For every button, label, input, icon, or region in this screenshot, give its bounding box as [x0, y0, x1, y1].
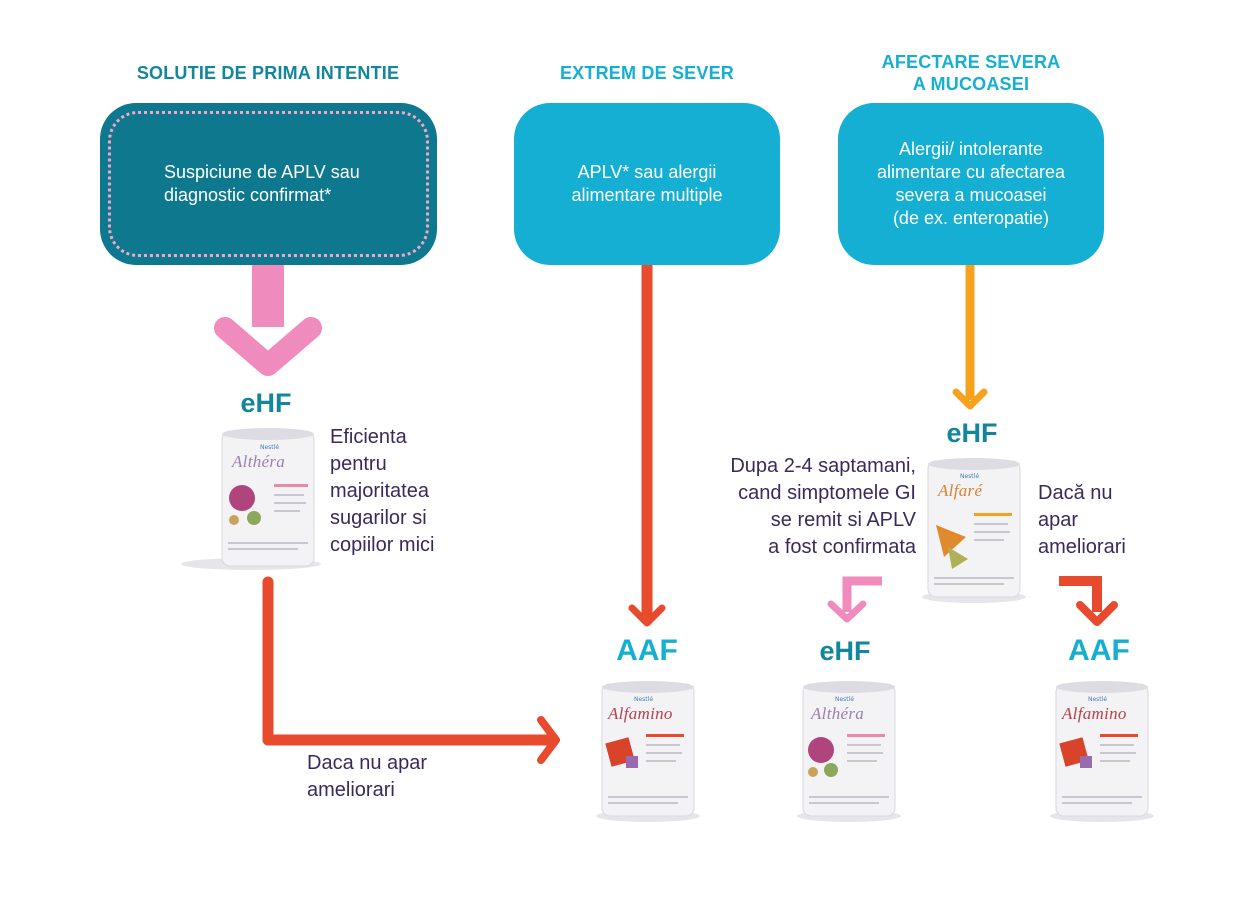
box-mucosa-text-4: (de ex. enteropatie) — [892, 208, 1050, 228]
can-image — [1050, 681, 1154, 822]
label-aaf-right: AAF — [1068, 634, 1130, 667]
product-can-althera-left: Nestlé Althéra — [176, 424, 326, 574]
note-efficiency: Eficienta pentru majoritatea sugarilor s… — [330, 424, 434, 559]
can-image — [797, 681, 901, 822]
header-extreme: EXTREM DE SEVER — [559, 63, 735, 83]
label-ehf-bottom: eHF — [819, 636, 871, 666]
brand-althera: Althéra — [232, 452, 286, 471]
note-efficiency-5: copiilor mici — [330, 534, 435, 556]
box-mucosa-text-2: alimentare cu afectarea — [876, 162, 1066, 182]
box-first-line-text-2: diagnostic confirmat* — [164, 185, 332, 205]
label-ehf-left: eHF — [240, 388, 292, 418]
label-aaf-middle: AAF — [616, 634, 678, 667]
box-first-line-text-1: Suspiciune de APLV sau — [164, 162, 360, 182]
dotted-border — [108, 111, 429, 257]
product-can-alfamino-middle: Nestlé Alfamino — [596, 678, 700, 824]
box-first-line: Suspiciune de APLV sau diagnostic confir… — [100, 103, 437, 265]
box-extreme: APLV* sau alergii alimentare multiple — [514, 103, 780, 265]
can-image — [596, 681, 700, 822]
brand-alfamino: Alfamino — [1062, 704, 1127, 723]
orange-down-arrow — [952, 265, 988, 410]
note-efficiency-1: Eficienta — [330, 426, 407, 448]
note-no-improvement-left-1: Daca nu apar — [307, 752, 428, 774]
note-no-improvement-left-2: ameliorari — [307, 779, 395, 801]
red-l-arrow — [262, 576, 560, 764]
brand-alfare: Alfaré — [938, 481, 983, 500]
red-bent-arrow — [1059, 576, 1118, 626]
pink-bent-arrow — [827, 576, 882, 623]
brand-alfamino: Alfamino — [608, 704, 673, 723]
red-down-arrow-extreme — [628, 265, 666, 627]
label-ehf-right: eHF — [946, 418, 998, 448]
box-mucosa-text-3: severa a mucoasei — [895, 185, 1047, 205]
note-no-improvement-right: Dacă nu apar ameliorari — [1038, 480, 1126, 561]
header-first-line: SOLUTIE DE PRIMA INTENTIE — [136, 63, 400, 83]
product-can-alfare: Nestlé Alfaré — [922, 455, 1026, 605]
note-after-weeks-2: cand simptomele GI — [738, 482, 916, 504]
note-no-improvement-right-2: apar — [1038, 509, 1079, 531]
header-mucosa-line1: AFECTARE SEVERA — [881, 52, 1061, 72]
box-extreme-text-2: alimentare multiple — [571, 185, 723, 205]
header-mucosa: AFECTARE SEVERA A MUCOASEI — [838, 51, 1104, 95]
note-after-weeks: Dupa 2-4 saptamani, cand simptomele GI s… — [690, 453, 916, 561]
note-no-improvement-left: Daca nu apar ameliorari — [307, 750, 427, 804]
header-mucosa-line2: A MUCOASEI — [912, 74, 1030, 94]
can-image — [181, 428, 321, 570]
pink-down-arrow — [214, 265, 322, 376]
box-extreme-text-1: APLV* sau alergii — [577, 162, 717, 182]
note-no-improvement-right-1: Dacă nu — [1038, 482, 1113, 504]
brand-nestle: Nestlé — [835, 696, 855, 703]
note-efficiency-4: sugarilor si — [330, 507, 427, 529]
note-efficiency-2: pentru — [330, 453, 387, 475]
box-mucosa: Alergii/ intolerante alimentare cu afect… — [838, 103, 1104, 265]
box-mucosa-text-1: Alergii/ intolerante — [898, 139, 1044, 159]
brand-nestle: Nestlé — [960, 473, 980, 480]
note-after-weeks-3: se remit si APLV — [770, 509, 916, 531]
brand-althera: Althéra — [811, 704, 865, 723]
note-efficiency-3: majoritatea — [330, 480, 429, 502]
product-can-alfamino-right: Nestlé Alfamino — [1050, 678, 1154, 824]
brand-nestle: Nestlé — [260, 444, 280, 451]
note-after-weeks-4: a fost confirmata — [768, 536, 916, 558]
brand-nestle: Nestlé — [634, 696, 654, 703]
note-no-improvement-right-3: ameliorari — [1038, 536, 1126, 558]
can-image — [922, 458, 1026, 603]
brand-nestle: Nestlé — [1088, 696, 1108, 703]
product-can-althera-bottom: Nestlé Althéra — [797, 678, 901, 824]
note-after-weeks-1: Dupa 2-4 saptamani, — [730, 455, 916, 477]
